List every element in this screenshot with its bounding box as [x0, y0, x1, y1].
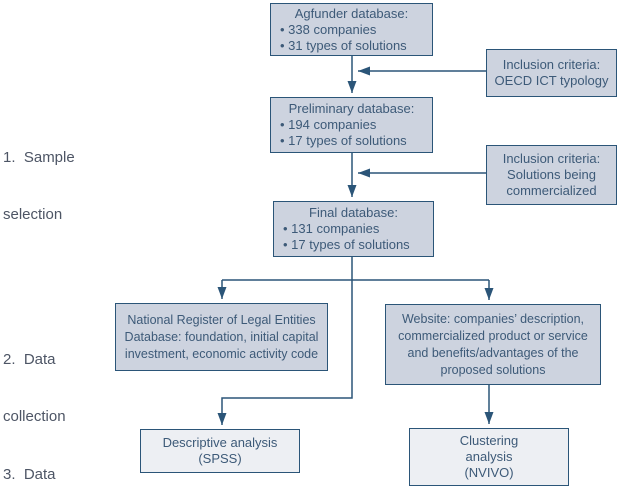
- inclusion-criteria-oecd-box: Inclusion criteria: OECD ICT typology: [486, 49, 617, 97]
- box-bullet: • 194 companies: [280, 117, 377, 132]
- box-line: analysis: [465, 449, 513, 464]
- stage-label-line: 1. Sample: [3, 149, 75, 166]
- national-register-box: National Register of Legal Entities Data…: [115, 303, 328, 371]
- box-line: Website: companies’ description,: [401, 311, 585, 326]
- website-data-box: Website: companies’ description, commerc…: [385, 304, 601, 385]
- box-title: Preliminary database:: [288, 101, 415, 116]
- box-line: OECD ICT typology: [494, 73, 609, 88]
- box-bullet: • 338 companies: [280, 21, 377, 37]
- box-line: Clustering: [459, 433, 519, 448]
- stage-label-line: 3. Data: [3, 466, 56, 483]
- box-line: Inclusion criteria:: [502, 57, 601, 72]
- box-line: National Register of Legal Entities: [127, 312, 316, 327]
- stage-label-data-collection: 2. Data collection: [3, 312, 66, 464]
- stage-label-data-analysis: 3. Data analysis: [3, 427, 57, 488]
- box-line: (NVIVO): [464, 465, 514, 480]
- box-line: investment, economic activity code: [124, 346, 319, 361]
- clustering-analysis-box: Clustering analysis (NVIVO): [409, 428, 569, 486]
- box-line: Database: foundation, initial capital: [124, 329, 319, 344]
- box-bullet: • 131 companies: [283, 221, 380, 236]
- box-line: commercialized product or service: [398, 328, 588, 343]
- box-line: commercialized: [506, 183, 597, 198]
- box-bullet: • 17 types of solutions: [280, 133, 407, 148]
- inclusion-criteria-commercialized-box: Inclusion criteria: Solutions being comm…: [486, 145, 617, 205]
- box-line: Solutions being: [507, 167, 596, 182]
- box-line: (SPSS): [198, 451, 242, 466]
- box-line: and benefits/advantages of the: [407, 345, 579, 360]
- stage-label-line: collection: [3, 408, 66, 425]
- box-bullet: • 17 types of solutions: [283, 237, 410, 252]
- stage-label-line: 2. Data: [3, 351, 56, 368]
- box-title: Final database:: [309, 205, 398, 220]
- box-line: Descriptive analysis: [162, 435, 278, 450]
- final-database-box: Final database: • 131 companies • 17 typ…: [273, 201, 434, 257]
- box-line: proposed solutions: [440, 362, 546, 377]
- box-bullet: • 31 types of solutions: [280, 37, 407, 53]
- preliminary-database-box: Preliminary database: • 194 companies • …: [270, 97, 433, 153]
- stage-label-line: selection: [3, 206, 63, 223]
- box-title: Agfunder database:: [294, 5, 409, 21]
- stage-label-sample-selection: 1. Sample selection: [3, 110, 75, 262]
- box-line: Inclusion criteria:: [502, 151, 601, 166]
- descriptive-analysis-box: Descriptive analysis (SPSS): [140, 429, 300, 473]
- agfunder-database-box: Agfunder database: • 338 companies • 31 …: [270, 3, 433, 56]
